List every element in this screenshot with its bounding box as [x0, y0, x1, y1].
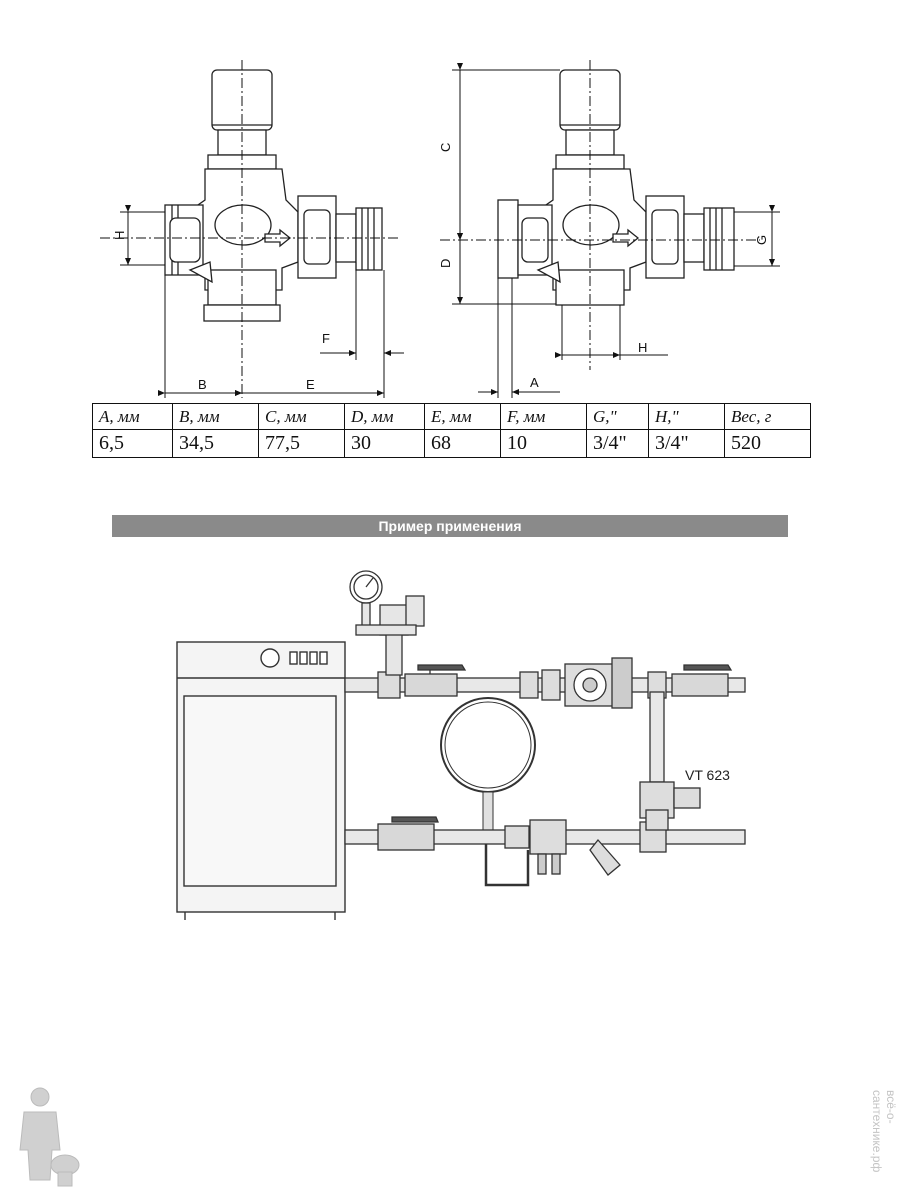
table-row: 6,5 34,5 77,5 30 68 10 3/4" 3/4" 520 — [92, 429, 811, 458]
valve-dimension-drawings: H B E F — [100, 60, 780, 398]
value-cell: 520 — [724, 429, 811, 458]
value-cell: 3/4" — [648, 429, 725, 458]
dim-label-d: D — [438, 259, 453, 268]
return-pipe — [344, 816, 746, 876]
value-cell: 3/4" — [586, 429, 649, 458]
value-cell: 30 — [344, 429, 425, 458]
bypass-with-vt623-valve — [639, 691, 701, 831]
boiler — [176, 641, 346, 920]
dim-label-c: C — [438, 143, 453, 152]
dim-label-a: A — [530, 375, 539, 390]
dim-label-h-left: H — [112, 231, 127, 240]
header-cell: E, мм — [424, 403, 501, 430]
dim-label-f: F — [322, 331, 330, 346]
dim-label-g: G — [754, 235, 769, 245]
expansion-tank — [440, 697, 536, 887]
header-cell: B, мм — [172, 403, 259, 430]
value-cell: 77,5 — [258, 429, 345, 458]
value-cell: 6,5 — [92, 429, 173, 458]
header-cell: Вес, г — [724, 403, 811, 430]
left-view-dimensions — [100, 60, 404, 398]
circulation-pump — [564, 657, 633, 709]
header-cell: G," — [586, 403, 649, 430]
header-cell: H," — [648, 403, 725, 430]
safety-group — [349, 570, 425, 676]
header-cell: D, мм — [344, 403, 425, 430]
value-cell: 68 — [424, 429, 501, 458]
dim-label-e: E — [306, 377, 315, 392]
value-cell: 34,5 — [172, 429, 259, 458]
section-title-bar: Пример применения — [112, 515, 788, 537]
valve-model-label: VT 623 — [685, 767, 730, 783]
supply-pipe — [344, 657, 746, 709]
dim-label-h-right: H — [638, 340, 647, 355]
site-watermark: всё-о-сантехнике.рф — [870, 1090, 898, 1173]
dim-label-b: B — [198, 377, 207, 392]
dimensions-table: A, мм B, мм C, мм D, мм E, мм F, мм G," … — [92, 403, 811, 458]
right-view-dimensions — [440, 60, 780, 398]
plumber-mascot-icon — [19, 1087, 80, 1187]
